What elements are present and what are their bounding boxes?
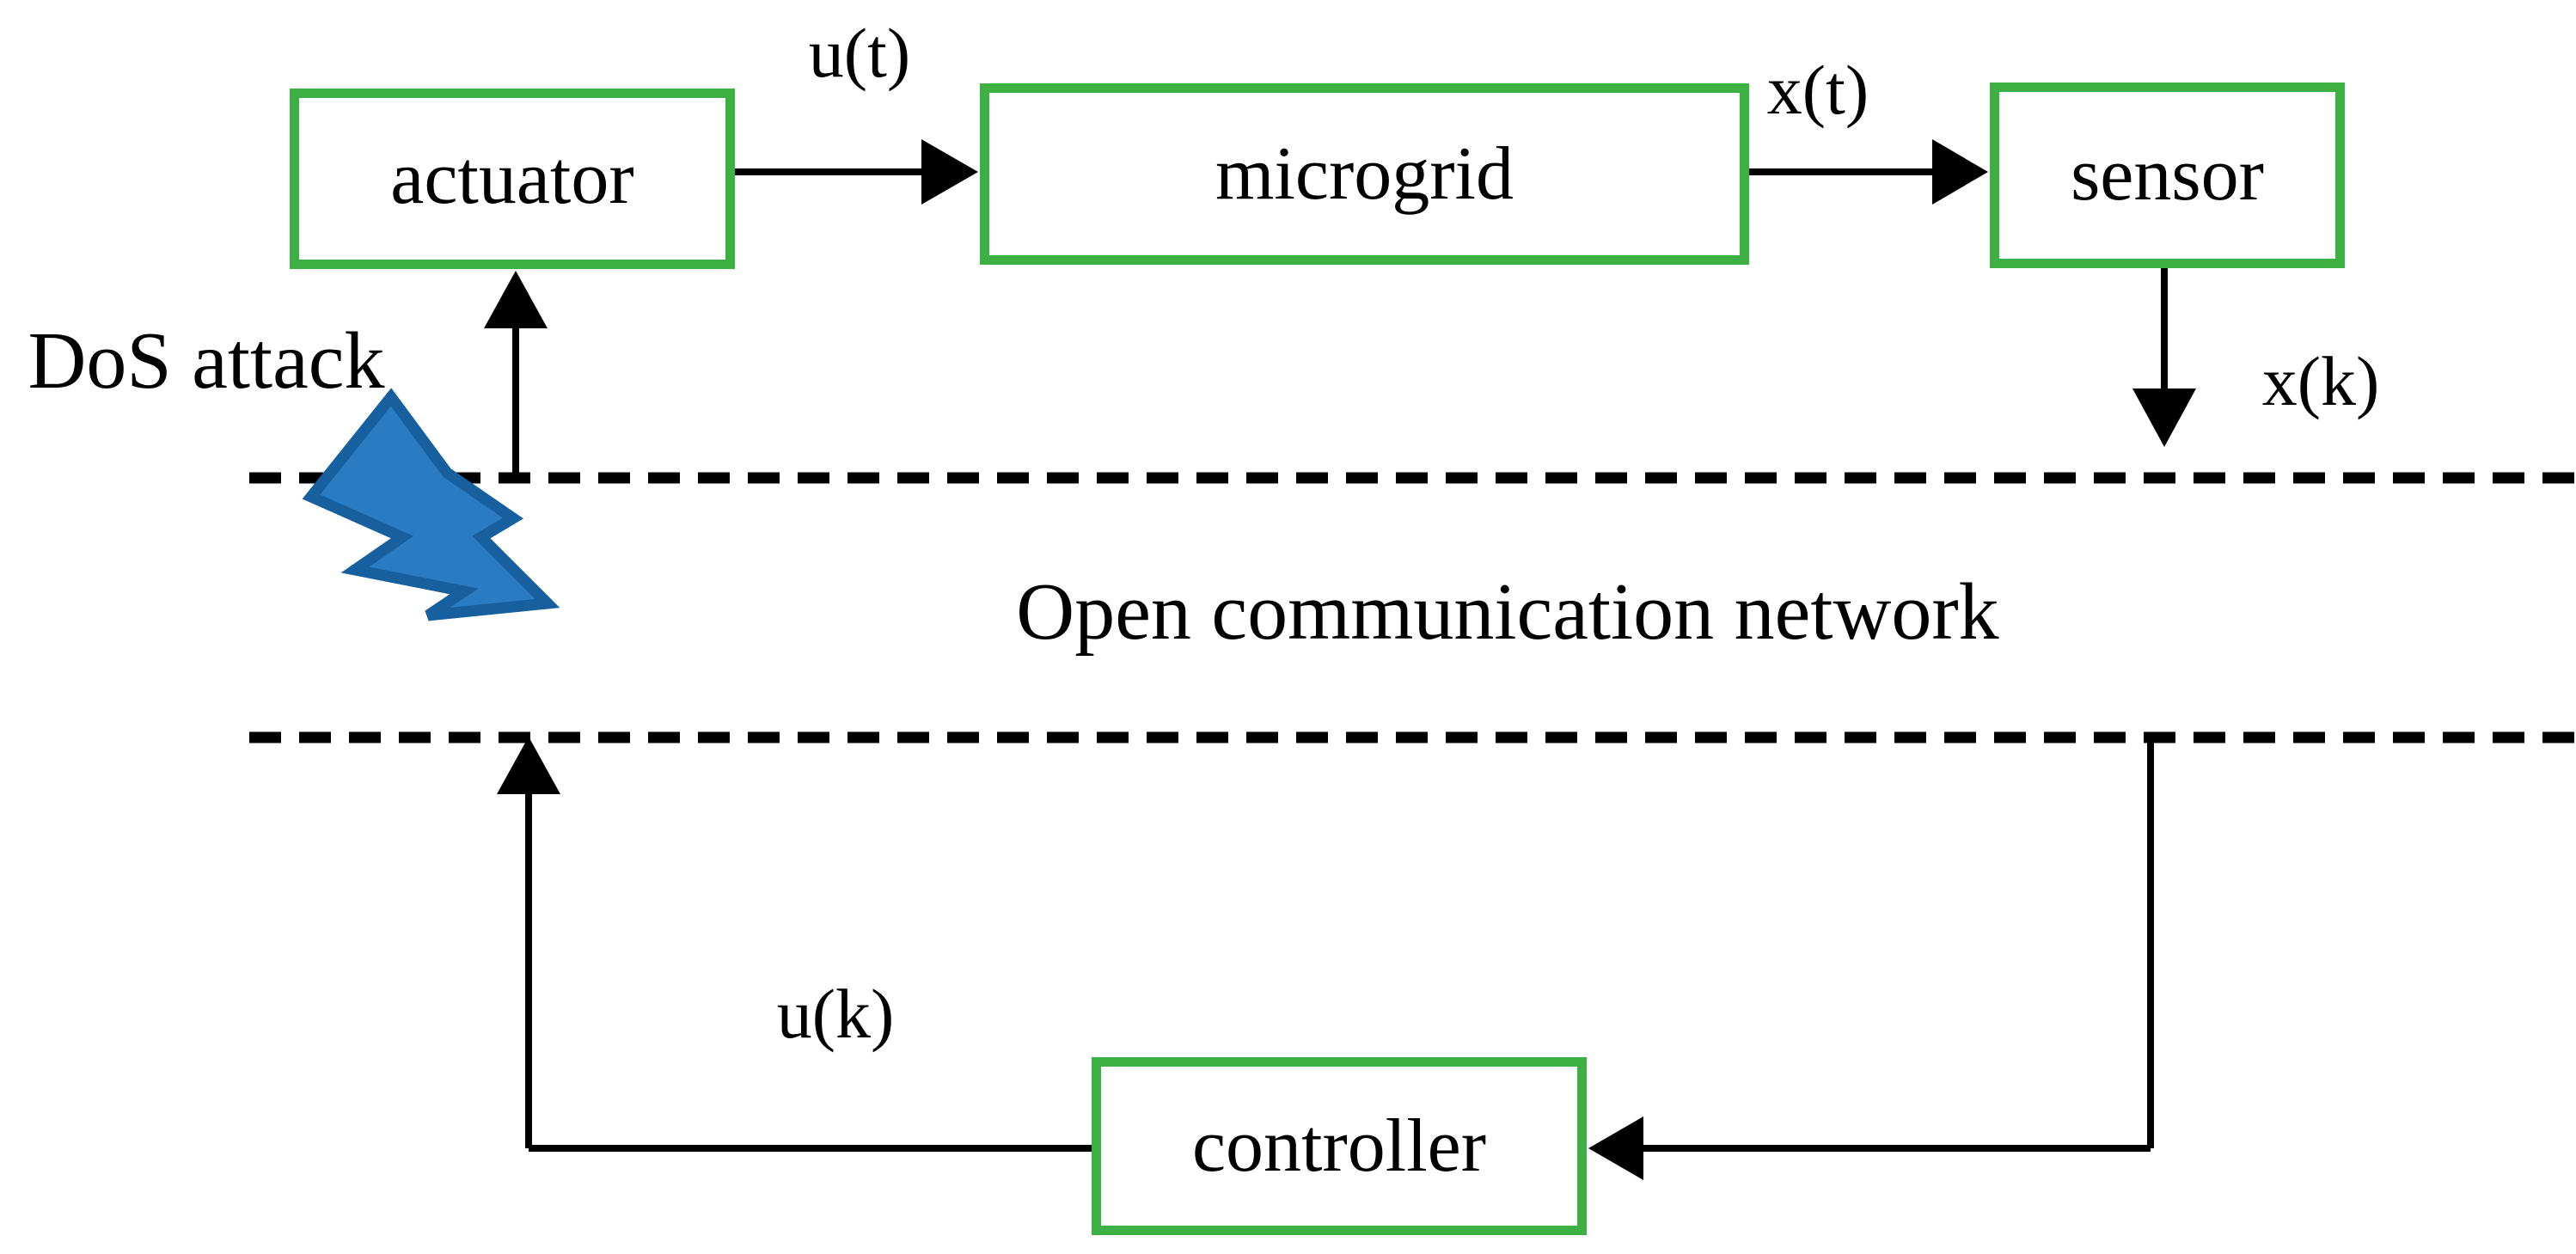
actuator-box-label: actuator [390, 137, 634, 220]
arrow-sensor-down-head [2132, 388, 2196, 447]
arrow-network-to-actuator-head [484, 271, 548, 328]
arrow-actuator-to-microgrid-head [921, 139, 978, 205]
open-communication-network-label: Open communication network [1016, 567, 1999, 657]
signal-label-uk: u(k) [776, 975, 895, 1053]
sensor-box-label: sensor [2071, 133, 2264, 217]
signal-label-xk: x(k) [2261, 342, 2380, 420]
controller-box: controller [1092, 1057, 1587, 1235]
arrow-into-controller-head [1588, 1116, 1643, 1180]
sensor-box: sensor [1990, 83, 2345, 268]
arrow-microgrid-to-sensor-head [1932, 139, 1988, 205]
controller-box-label: controller [1191, 1104, 1487, 1188]
microgrid-box: microgrid [980, 83, 1749, 265]
signal-label-xt: x(t) [1766, 51, 1869, 129]
lightning-bolt-icon [302, 388, 560, 621]
signal-label-ut: u(t) [808, 14, 911, 92]
actuator-box: actuator [290, 89, 735, 269]
arrow-controller-to-network-head [497, 737, 560, 794]
microgrid-box-label: microgrid [1215, 132, 1514, 216]
dos-attack-label: DoS attack [28, 316, 385, 406]
